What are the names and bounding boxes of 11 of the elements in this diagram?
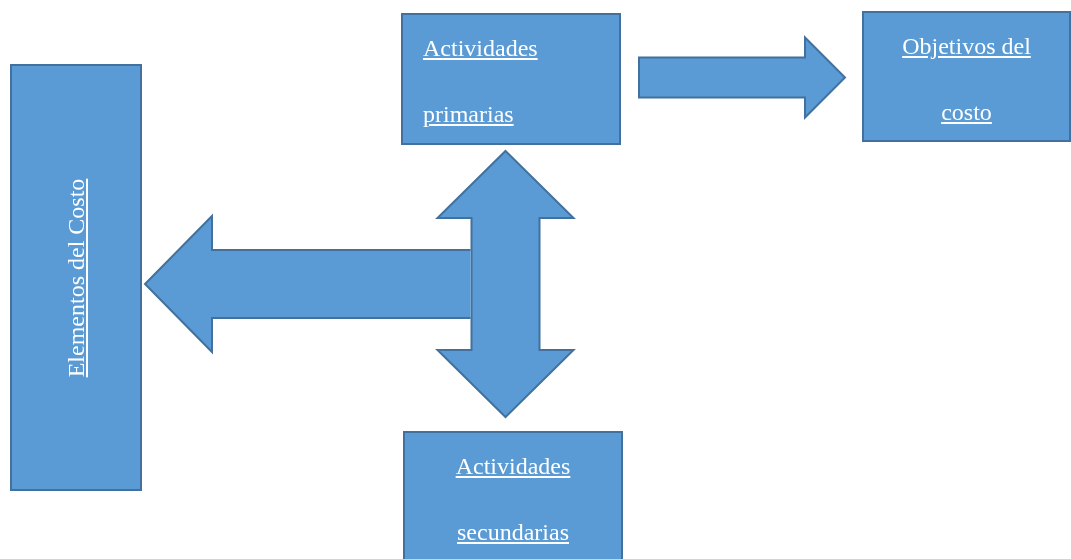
process-box <box>401 13 621 145</box>
box-label: Actividades secundarias <box>454 452 572 547</box>
block-arrow <box>638 35 847 120</box>
box-label: Objetivos del costo <box>901 32 1032 127</box>
block-arrow <box>435 149 576 419</box>
process-box <box>403 431 623 559</box>
process-box <box>10 64 142 491</box>
process-box <box>862 11 1071 142</box>
box-label: Elementos del Costo <box>62 178 90 377</box>
block-arrow <box>143 213 472 355</box>
box-label: Actividades primarias <box>423 34 539 129</box>
